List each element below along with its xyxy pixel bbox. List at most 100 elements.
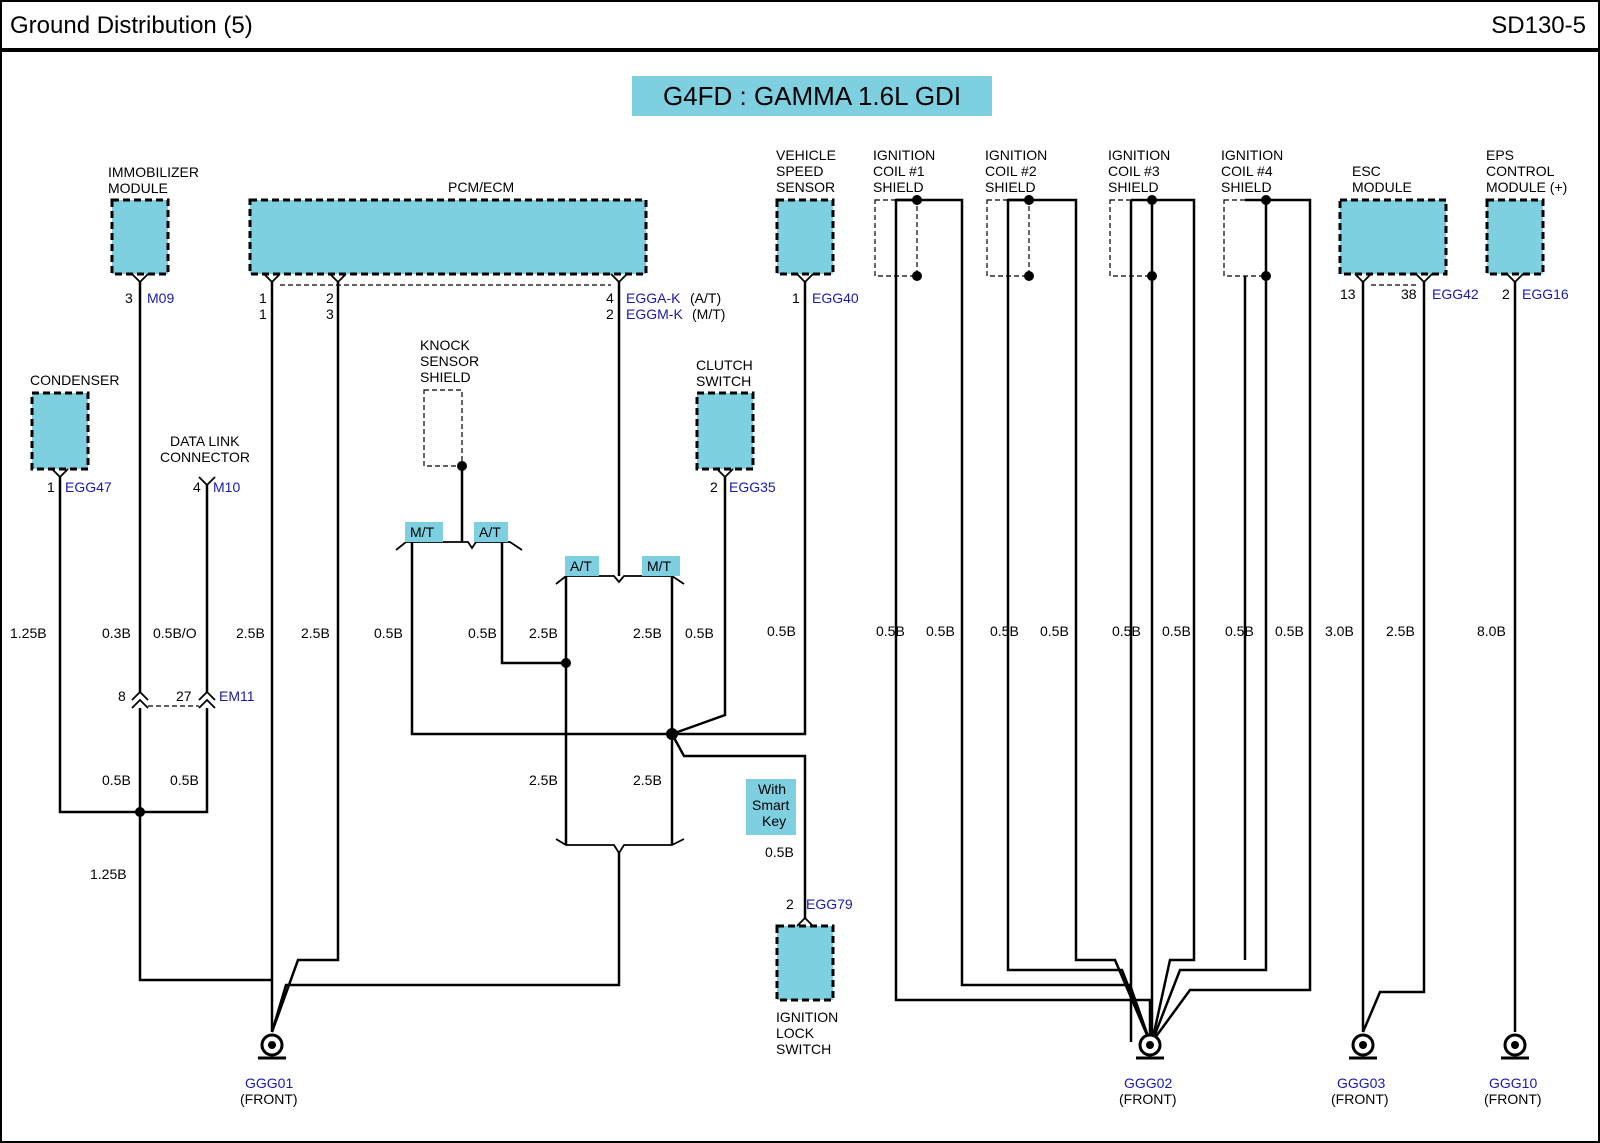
egg35-pin: 2 xyxy=(710,479,718,495)
wire-coil1b: 0.5B xyxy=(926,623,955,639)
condenser[interactable] xyxy=(30,391,90,471)
wire-pcm-mt: 2.5B xyxy=(633,625,662,641)
pcm-suffix-at: (A/T) xyxy=(690,290,721,306)
egg42-pin-b: 38 xyxy=(1401,286,1417,302)
egg42-id: EGG42 xyxy=(1432,286,1479,302)
coil1-label-1: IGNITION xyxy=(873,147,935,163)
wire-coil2b: 0.5B xyxy=(1040,623,1069,639)
coil1-label-3: SHIELD xyxy=(873,179,924,195)
tag-at-knock xyxy=(474,522,508,542)
ggg01-id: GGG01 xyxy=(245,1075,293,1091)
eps-control-module[interactable] xyxy=(1485,198,1545,276)
immobilizer-label-1: IMMOBILIZER xyxy=(108,164,199,180)
wire-splice-out: 1.25B xyxy=(90,866,127,882)
ggg02-loc: (FRONT) xyxy=(1119,1091,1177,1107)
ggg03-loc: (FRONT) xyxy=(1331,1091,1389,1107)
m10-pin: 4 xyxy=(193,479,201,495)
ggg01-loc: (FRONT) xyxy=(240,1091,298,1107)
egg16-pin: 2 xyxy=(1502,286,1510,302)
ground-ggg03[interactable] xyxy=(1349,1033,1377,1060)
immobilizer-label-2: MODULE xyxy=(108,180,168,196)
m09-pin: 3 xyxy=(125,290,133,306)
tag-mt-knock xyxy=(405,522,443,542)
em11-pin-a: 8 xyxy=(118,688,126,704)
wire-em11-left: 0.5B xyxy=(102,772,131,788)
clutch-switch[interactable] xyxy=(695,391,755,471)
eps-label-3: MODULE (+) xyxy=(1486,179,1567,195)
ggg03-id: GGG03 xyxy=(1337,1075,1385,1091)
ignlock-label-3: SWITCH xyxy=(776,1041,831,1057)
tag-mt-pcm xyxy=(642,556,680,576)
coil4-label-2: COIL #4 xyxy=(1221,163,1273,179)
egg40-pin: 1 xyxy=(792,290,800,306)
coil2-label-1: IGNITION xyxy=(985,147,1047,163)
pcm-pin-b-top: 2 xyxy=(326,290,334,306)
knock-sensor-shield[interactable] xyxy=(423,389,463,467)
egg16-id: EGG16 xyxy=(1522,286,1569,302)
esc-module[interactable] xyxy=(1338,198,1448,276)
tag-mt-knock-text: M/T xyxy=(410,524,435,540)
smart-key-text-2: Smart xyxy=(752,797,789,813)
ground-ggg01[interactable] xyxy=(258,1033,286,1060)
wire-knock-mt: 0.5B xyxy=(374,625,403,641)
egg79-pin: 2 xyxy=(786,896,794,912)
coil3-label-1: IGNITION xyxy=(1108,147,1170,163)
wire-coil4b: 0.5B xyxy=(1275,623,1304,639)
knock-label-3: SHIELD xyxy=(420,369,471,385)
ggg02-id: GGG02 xyxy=(1124,1075,1172,1091)
wire-coil1a: 0.5B xyxy=(876,623,905,639)
ignlock-label-2: LOCK xyxy=(776,1025,815,1041)
em11-id: EM11 xyxy=(219,688,255,704)
pcm-id-at: EGGA-K xyxy=(626,290,681,306)
pcm-pin-a-bottom: 1 xyxy=(259,306,267,322)
pcm-ecm[interactable] xyxy=(248,198,648,276)
ignition-coil-4-shield[interactable] xyxy=(1223,199,1267,277)
coil2-label-3: SHIELD xyxy=(985,179,1036,195)
header-divider xyxy=(0,48,1600,52)
wire-esc38: 2.5B xyxy=(1386,623,1415,639)
em11-pin-b: 27 xyxy=(176,688,192,704)
pcm-pin-a-top: 1 xyxy=(259,290,267,306)
wire-condenser: 1.25B xyxy=(10,625,47,641)
vehicle-speed-sensor[interactable] xyxy=(775,198,835,276)
egg47-pin: 1 xyxy=(47,479,55,495)
wire-coil2a: 0.5B xyxy=(990,623,1019,639)
pcm-label: PCM/ECM xyxy=(448,179,514,195)
wire-eps: 8.0B xyxy=(1477,623,1506,639)
clutch-label-1: CLUTCH xyxy=(696,357,753,373)
page-code: SD130-5 xyxy=(1491,12,1586,39)
m09-id: M09 xyxy=(147,290,174,306)
smart-key-text-1: With xyxy=(758,781,786,797)
wire-lower-mt: 2.5B xyxy=(633,772,662,788)
coil2-label-2: COIL #2 xyxy=(985,163,1037,179)
pcm-pin-b-bottom: 3 xyxy=(326,306,334,322)
engine-banner: G4FD : GAMMA 1.6L GDI xyxy=(632,76,992,116)
egg35-id: EGG35 xyxy=(729,479,776,495)
wire-pcm2: 2.5B xyxy=(301,625,330,641)
wire-em11-right: 0.5B xyxy=(170,772,199,788)
splice-dots xyxy=(135,195,1271,817)
dlc-label-1: DATA LINK xyxy=(170,433,240,449)
wire-coil4a: 0.5B xyxy=(1225,623,1254,639)
ignlock-label-1: IGNITION xyxy=(776,1009,838,1025)
wire-dlc: 0.5B/O xyxy=(153,625,197,641)
ground-ggg10[interactable] xyxy=(1501,1033,1529,1060)
tag-at-pcm xyxy=(565,556,599,576)
ignition-lock-switch[interactable] xyxy=(775,924,835,1002)
wire-vss: 0.5B xyxy=(767,623,796,639)
ggg10-loc: (FRONT) xyxy=(1484,1091,1542,1107)
wire-knock-at: 0.5B xyxy=(468,625,497,641)
coil4-label-1: IGNITION xyxy=(1221,147,1283,163)
tag-at-pcm-text: A/T xyxy=(570,558,592,574)
smart-key-text-3: Key xyxy=(762,813,786,829)
page-title: Ground Distribution (5) xyxy=(10,12,253,39)
vss-label-3: SENSOR xyxy=(776,179,835,195)
dlc-label-2: CONNECTOR xyxy=(160,449,250,465)
eps-label-2: CONTROL xyxy=(1486,163,1555,179)
immobilizer-module[interactable] xyxy=(110,198,170,276)
coil4-label-3: SHIELD xyxy=(1221,179,1272,195)
knock-label-2: SENSOR xyxy=(420,353,479,369)
ground-ggg02[interactable] xyxy=(1136,1033,1164,1060)
